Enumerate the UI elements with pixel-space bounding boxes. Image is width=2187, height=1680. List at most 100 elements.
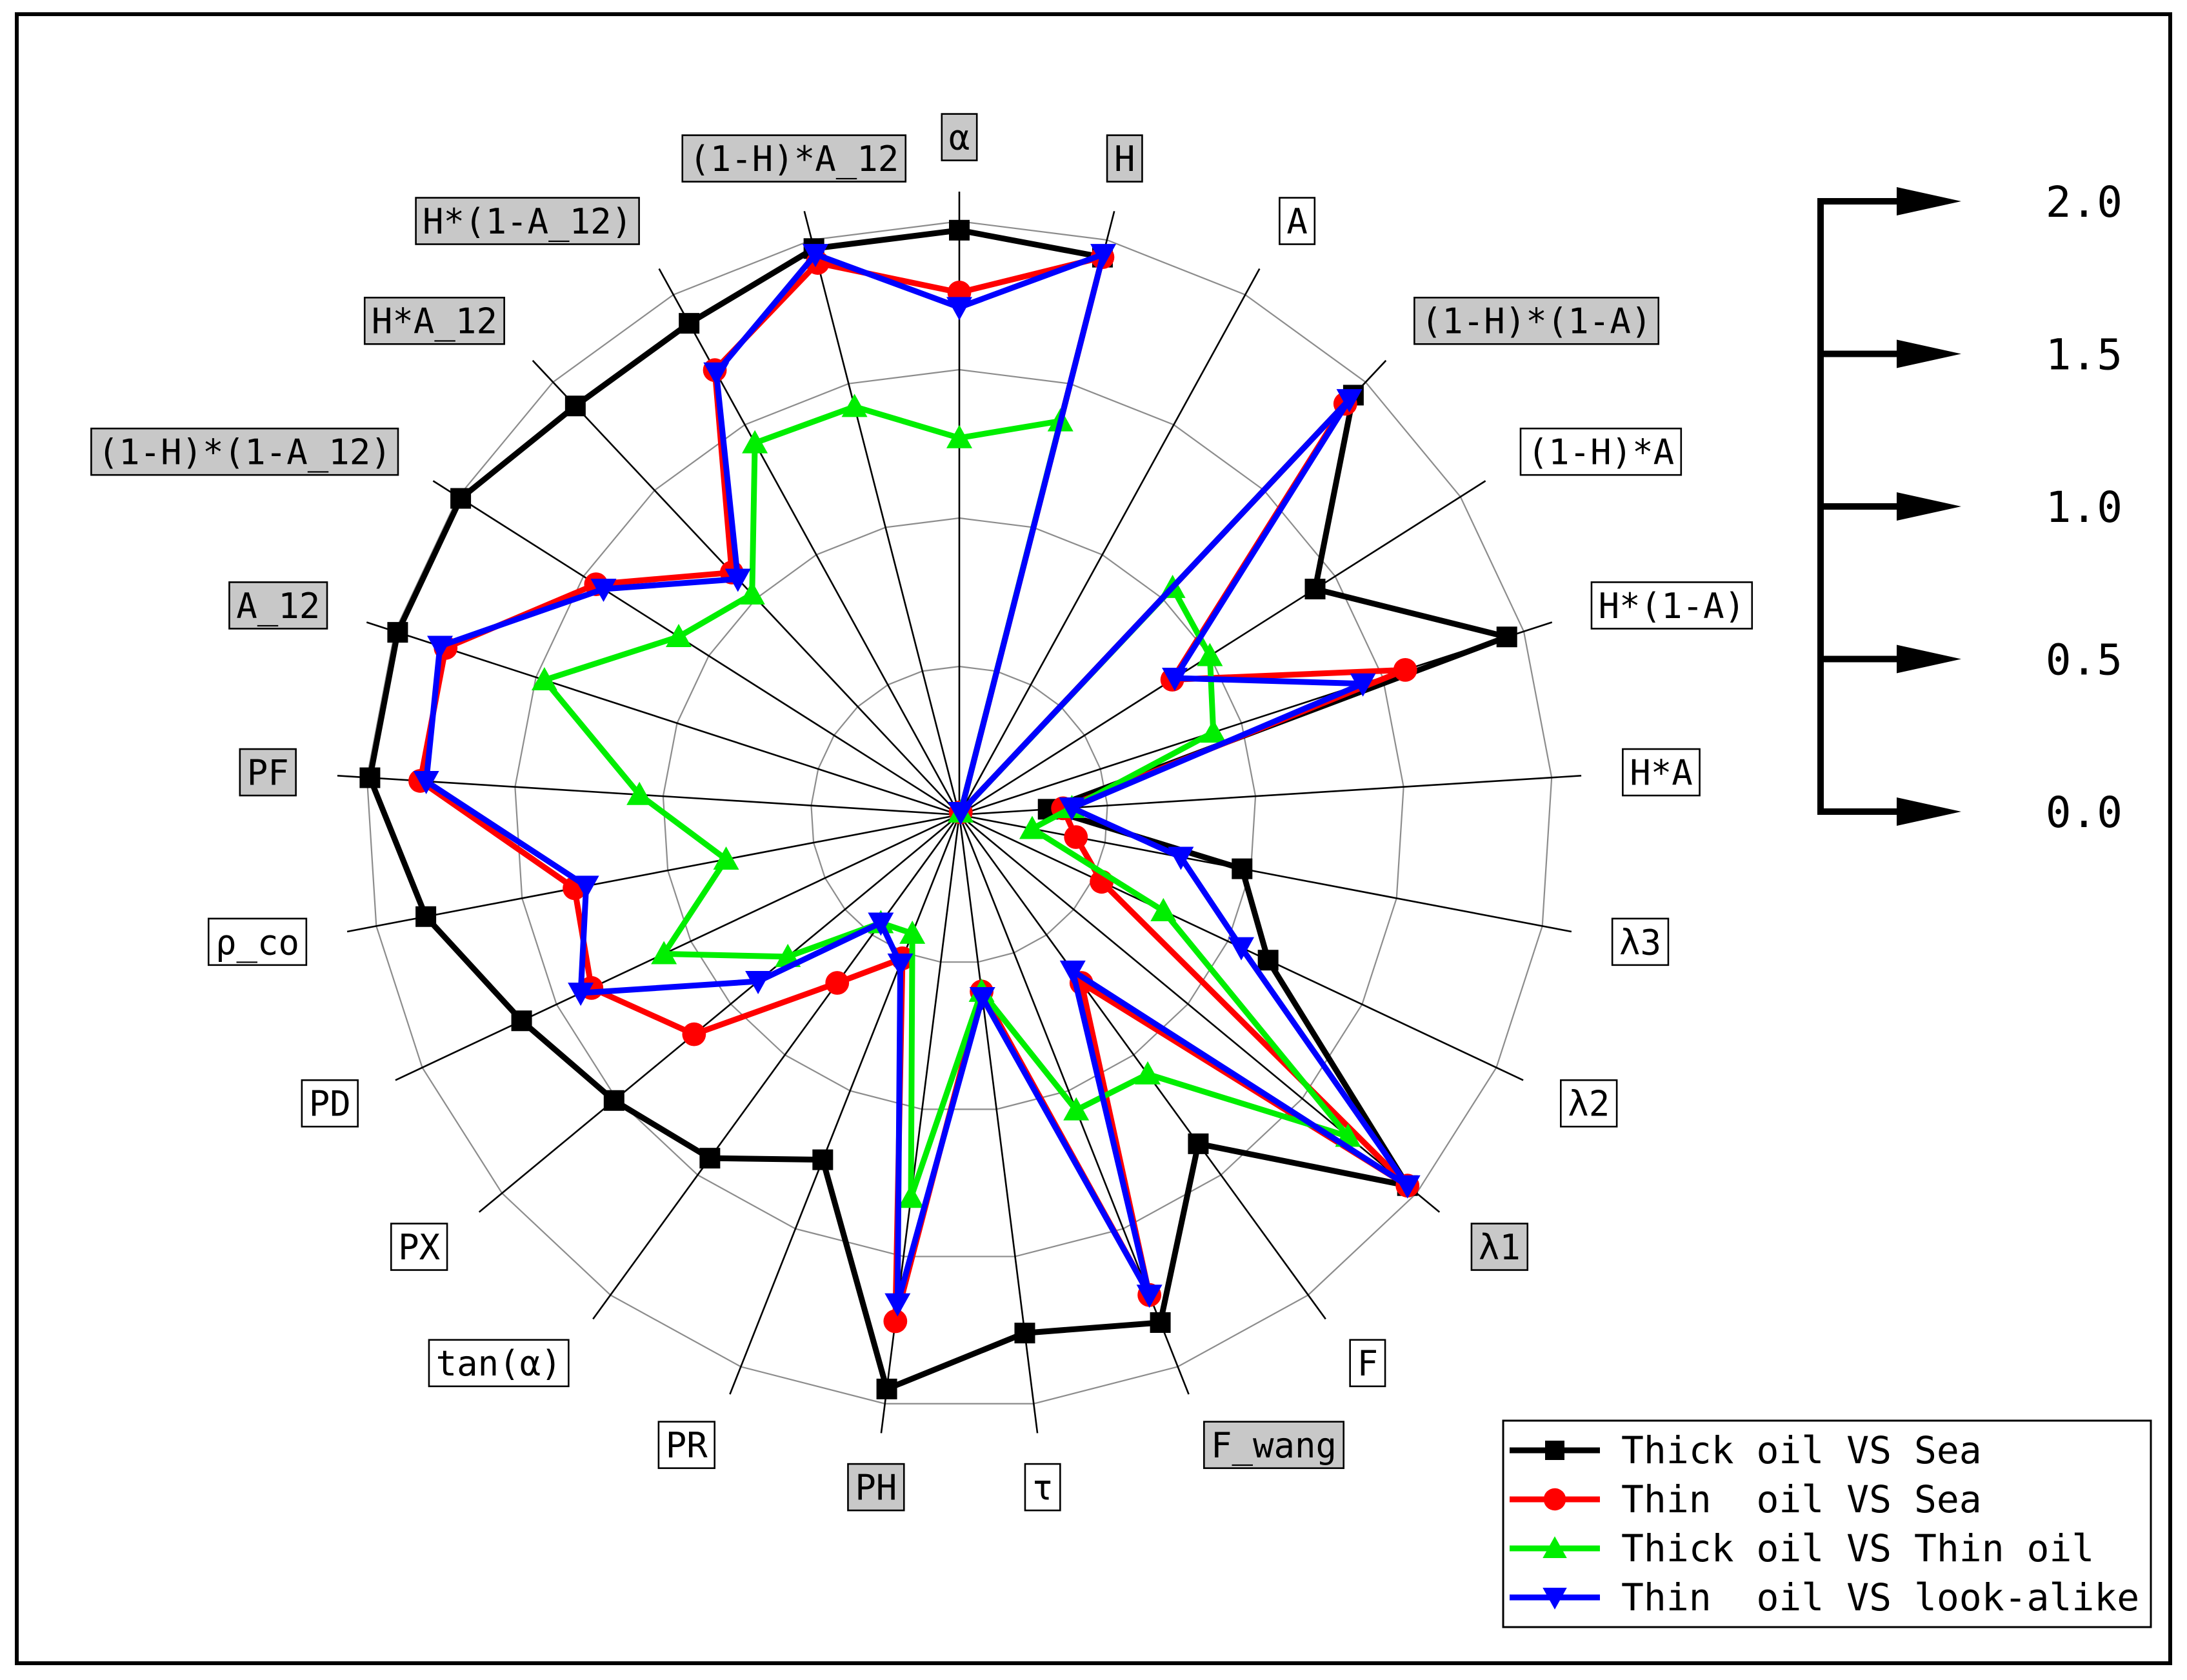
category-label: PX <box>390 1223 448 1271</box>
category-label: λ1 <box>1470 1223 1529 1271</box>
category-label: λ3 <box>1611 917 1670 966</box>
data-point-marker <box>1394 1175 1421 1199</box>
data-point-marker <box>1496 626 1517 648</box>
category-label-text: A_12 <box>236 586 320 626</box>
category-label-text: λ3 <box>1619 922 1661 963</box>
data-point-marker <box>590 578 617 602</box>
category-label: PD <box>301 1079 359 1128</box>
radar-spoke <box>729 814 961 1395</box>
data-point-marker <box>1168 846 1194 870</box>
category-label-box <box>90 427 399 476</box>
category-label-text: PH <box>855 1468 897 1508</box>
data-point-marker <box>1200 719 1226 743</box>
category-label-text: tan(α) <box>436 1343 562 1384</box>
data-point-marker <box>1090 244 1117 268</box>
data-point-marker <box>1136 1285 1163 1308</box>
category-label-box <box>301 1079 359 1128</box>
legend-item: Thin oil VS Sea <box>1510 1477 1982 1521</box>
data-point-marker <box>884 1293 911 1317</box>
radial-scale-tick-label: 2.0 <box>2046 177 2122 227</box>
legend-label: Thin oil VS Sea <box>1621 1477 1982 1521</box>
category-label-text: ρ_co <box>215 922 299 963</box>
arrow-icon <box>1897 492 1961 521</box>
data-point-marker <box>1336 389 1363 413</box>
radial-scale-tick: 0.5 <box>1821 635 2122 685</box>
data-point-marker <box>1232 858 1253 879</box>
category-label: ρ_co <box>207 917 308 966</box>
category-label: (1-H)*(1-A_12) <box>90 427 399 476</box>
data-point-marker <box>946 297 972 321</box>
category-label: tan(α) <box>428 1339 570 1388</box>
category-label: H <box>1106 134 1143 183</box>
radar-spoke <box>592 814 961 1320</box>
arrow-icon <box>1897 339 1961 368</box>
category-label: F_wang <box>1203 1421 1345 1469</box>
category-label-box <box>941 113 978 161</box>
category-label-text: (1-H)*A <box>1528 432 1675 473</box>
category-label-box <box>1349 1339 1386 1388</box>
data-point-marker <box>450 488 472 509</box>
data-point-marker <box>699 1148 721 1169</box>
category-label-box <box>1203 1421 1345 1469</box>
category-label-text: F_wang <box>1211 1425 1337 1466</box>
category-label: A <box>1279 197 1316 245</box>
legend-item: Thick oil VS Sea <box>1510 1428 1982 1472</box>
data-point-marker <box>1543 1536 1567 1558</box>
data-series <box>359 219 1517 1399</box>
category-label-box <box>1470 1223 1529 1271</box>
data-point-marker <box>568 983 594 1006</box>
radar-spoke <box>532 359 960 815</box>
data-point-marker <box>739 581 765 605</box>
data-point-marker <box>1188 1133 1209 1154</box>
data-point-marker <box>1197 643 1223 666</box>
category-label: PF <box>239 748 297 797</box>
radar-spoke <box>959 814 1572 933</box>
data-point-marker <box>413 771 439 795</box>
category-label: H*(1-A) <box>1590 581 1753 630</box>
radial-scale-tick: 0.0 <box>1821 788 2122 837</box>
series-line <box>366 227 1510 1392</box>
radar-spoke <box>432 480 960 816</box>
data-point-marker <box>1063 1097 1090 1121</box>
radial-scale: 0.00.51.01.52.0 <box>1817 177 2122 837</box>
radial-scale-tick-label: 0.5 <box>2046 635 2122 685</box>
category-label-text: λ2 <box>1568 1084 1610 1125</box>
data-point-marker <box>1014 1323 1035 1344</box>
category-label-text: A <box>1286 201 1308 242</box>
data-point-marker <box>841 394 868 417</box>
data-point-marker <box>626 781 653 805</box>
data-point-marker <box>703 362 730 386</box>
data-point-marker <box>679 313 700 334</box>
series-line <box>541 403 1352 1201</box>
data-point-marker <box>415 906 437 927</box>
grid-ring <box>810 665 1108 963</box>
data-point-marker <box>724 568 751 592</box>
category-label-box <box>1519 427 1683 476</box>
data-point-marker <box>949 219 970 241</box>
data-point-marker <box>573 875 599 899</box>
data-point-marker <box>1150 897 1177 921</box>
category-label-text: H*(1-A_12) <box>423 201 632 242</box>
data-point-marker <box>825 971 850 995</box>
data-series <box>413 244 1421 1317</box>
grid-ring <box>366 220 1553 1405</box>
category-label-box <box>363 296 505 345</box>
data-point-marker <box>651 941 677 965</box>
category-label-text: (1-H)*A_12 <box>689 139 899 179</box>
data-point-marker <box>868 912 894 936</box>
data-point-marker <box>1059 797 1085 821</box>
data-point-marker <box>887 953 914 977</box>
category-label-box <box>681 134 907 183</box>
radar-spokes <box>337 192 1582 1434</box>
category-label-box <box>1024 1463 1061 1512</box>
category-label-box <box>428 1339 570 1388</box>
data-point-marker <box>511 1010 532 1032</box>
category-label: H*(1-A_12) <box>415 197 640 245</box>
radar-spoke <box>366 621 960 816</box>
data-point-marker <box>713 846 739 870</box>
data-point-marker <box>802 244 828 268</box>
data-point-marker <box>603 1090 624 1111</box>
data-point-marker <box>564 395 586 417</box>
